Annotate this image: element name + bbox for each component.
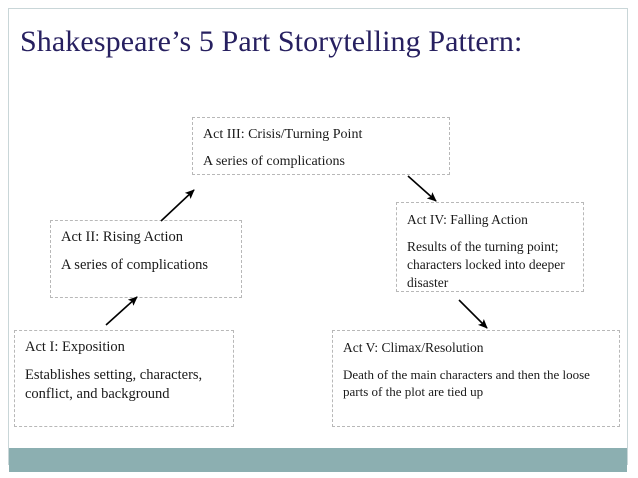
arrow-act3-to-act4 xyxy=(407,175,437,202)
arrow-act2-to-act3 xyxy=(160,189,195,222)
act-box-act2[interactable]: Act II: Rising Action A series of compli… xyxy=(50,220,242,298)
act-box-act5[interactable]: Act V: Climax/Resolution Death of the ma… xyxy=(332,330,620,427)
act-box-act4[interactable]: Act IV: Falling Action Results of the tu… xyxy=(396,202,584,292)
act-box-act3[interactable]: Act III: Crisis/Turning Point A series o… xyxy=(192,117,450,175)
act-box-heading: Act V: Climax/Resolution xyxy=(343,340,484,355)
act-box-body: A series of complications xyxy=(61,257,208,273)
act-box-heading: Act I: Exposition xyxy=(25,339,125,355)
act-box-act1[interactable]: Act I: Exposition Establishes setting, c… xyxy=(14,330,234,427)
act-box-body: Death of the main characters and then th… xyxy=(343,367,590,399)
act-box-body: A series of complications xyxy=(203,154,345,169)
footer-accent-band xyxy=(9,448,627,472)
arrow-act4-to-act5 xyxy=(458,299,488,329)
act-box-body: Results of the turning point; characters… xyxy=(407,239,565,290)
act-box-body: Establishes setting, characters, conflic… xyxy=(25,367,203,402)
act-box-heading: Act III: Crisis/Turning Point xyxy=(203,127,363,142)
act-box-heading: Act IV: Falling Action xyxy=(407,212,528,227)
act-box-heading: Act II: Rising Action xyxy=(61,229,184,245)
page-title: Shakespeare’s 5 Part Storytelling Patter… xyxy=(20,25,523,58)
arrow-act1-to-act2 xyxy=(105,296,138,326)
